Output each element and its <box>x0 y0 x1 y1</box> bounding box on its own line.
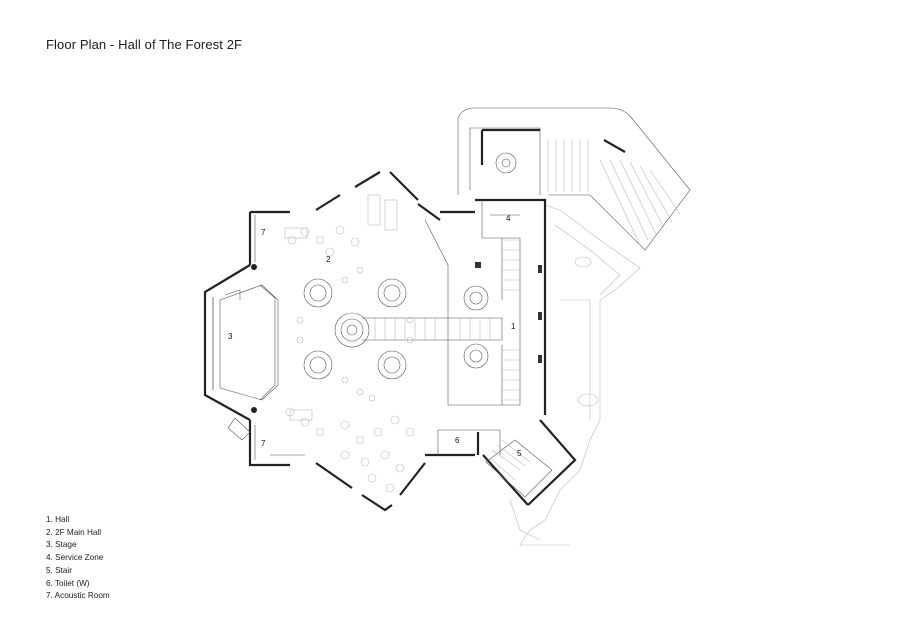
outer-walls <box>203 171 577 512</box>
legend-item: 1. Hall <box>46 515 70 524</box>
upper-terrace <box>457 107 691 251</box>
label-acoustic-room-bottom: 7 <box>261 439 266 448</box>
legend-item: 7. Acoustic Room <box>46 591 110 601</box>
label-stair: 5 <box>517 449 522 458</box>
label-stage: 3 <box>228 332 233 341</box>
plan-title: Floor Plan - Hall of The Forest 2F <box>46 37 243 52</box>
columns <box>251 262 542 413</box>
label-service-zone: 4 <box>506 214 511 223</box>
legend-item: 6. Toilet (W) <box>46 578 90 588</box>
legend-item: 4. Service Zone <box>46 553 104 563</box>
central-bridge <box>362 317 503 341</box>
central-fountain <box>334 312 370 348</box>
landscape-outline <box>509 204 641 546</box>
tables <box>284 194 415 493</box>
interior-lines <box>219 200 553 498</box>
seating-pods <box>303 278 489 380</box>
legend-item: 2. 2F Main Hall <box>46 527 102 537</box>
label-acoustic-room-top: 7 <box>261 228 266 237</box>
label-main-hall: 2 <box>326 255 331 264</box>
label-hall: 1 <box>511 322 516 331</box>
legend-item: 3. Stage <box>46 540 77 550</box>
label-toilet: 6 <box>455 436 460 445</box>
legend-item: 5. Stair <box>46 565 72 575</box>
legend: 1. Hall 2. 2F Main Hall 3. Stage 4. Serv… <box>46 514 110 603</box>
